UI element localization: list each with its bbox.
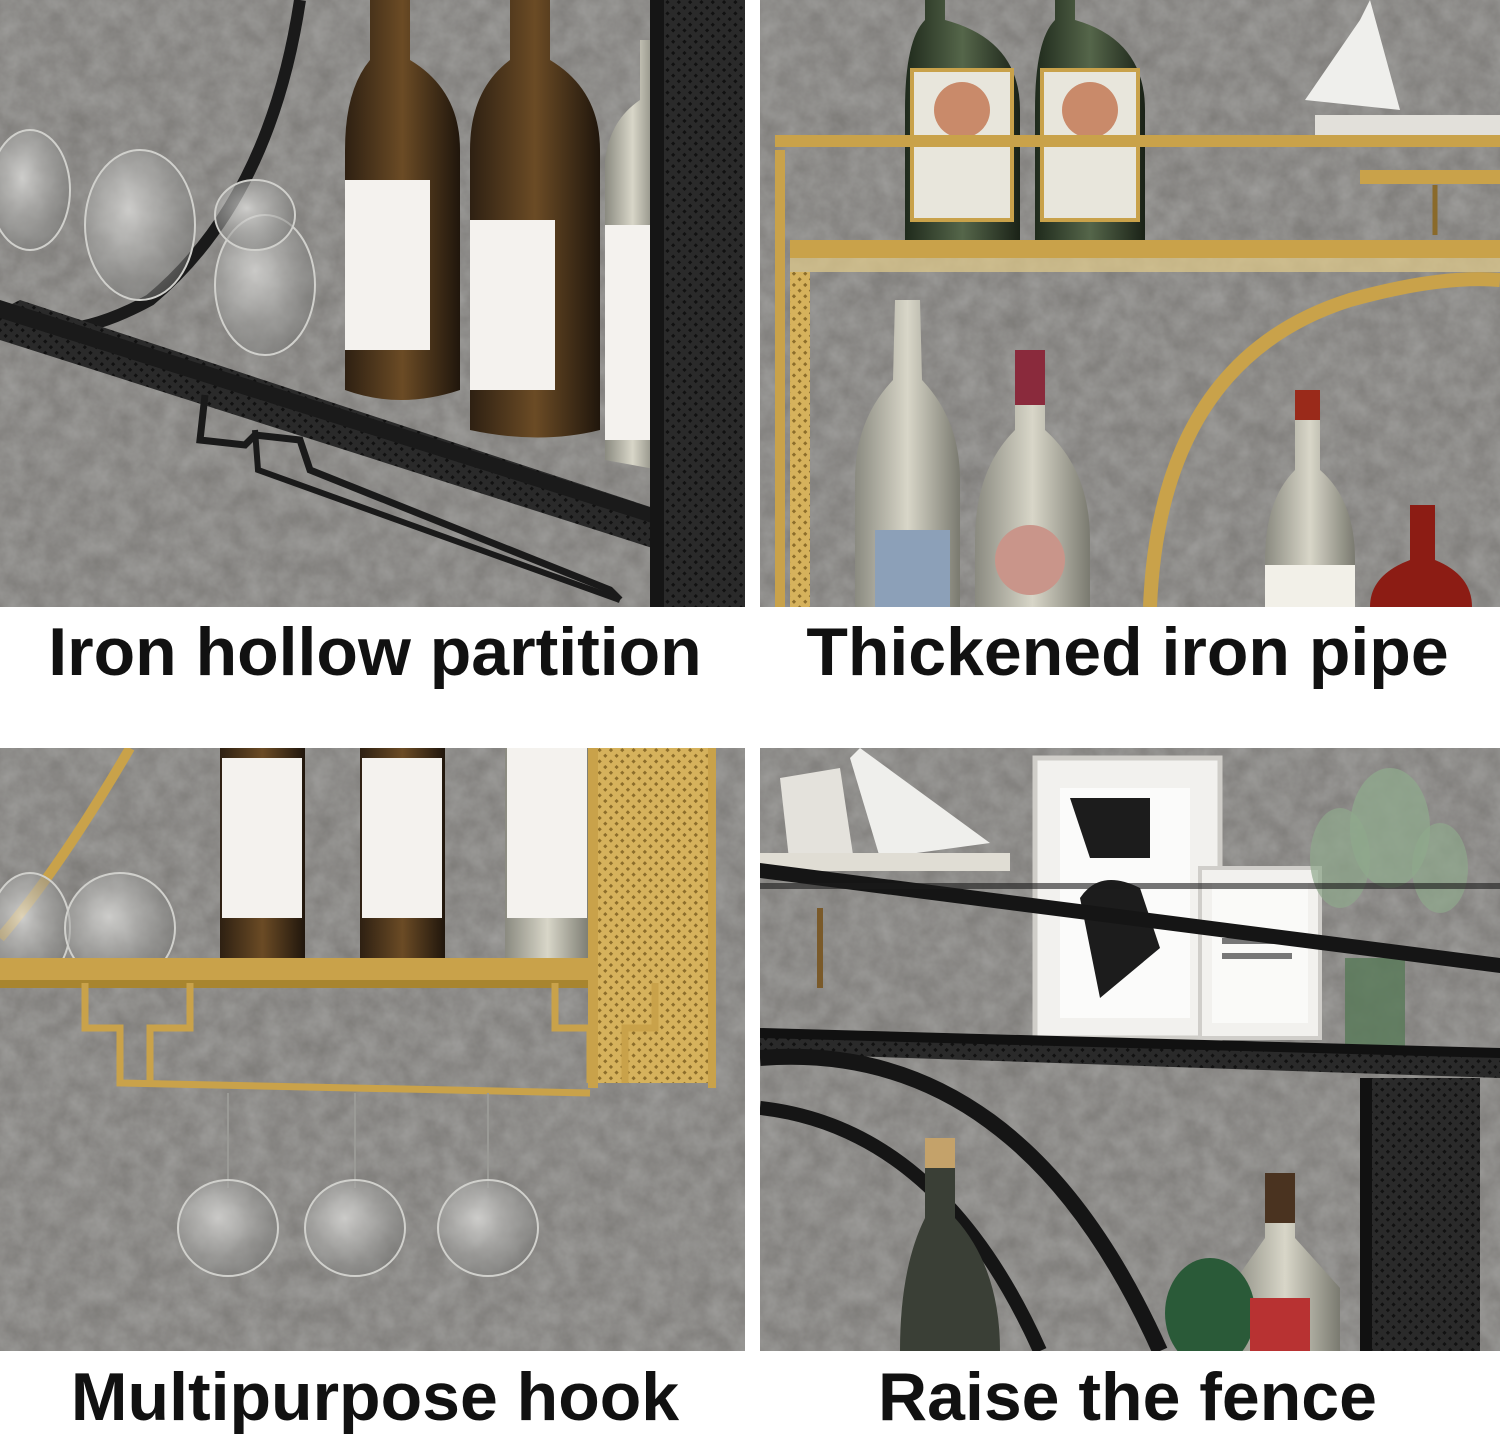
photo-raise-the-fence bbox=[760, 748, 1500, 1351]
caption-raise-the-fence: Raise the fence bbox=[878, 1359, 1377, 1435]
picture-frames bbox=[1032, 755, 1322, 1041]
hanging-glasses bbox=[177, 1093, 539, 1277]
photo-multipurpose-hook bbox=[0, 748, 745, 1351]
caption-thickened-iron-pipe: Thickened iron pipe bbox=[806, 614, 1449, 690]
sailboat-model bbox=[1305, 0, 1500, 235]
wine-bottles bbox=[220, 748, 590, 963]
liquor-bottles bbox=[855, 300, 1472, 607]
glasses bbox=[0, 129, 316, 356]
photo-iron-hollow-partition bbox=[0, 0, 745, 607]
caption-iron-hollow-partition: Iron hollow partition bbox=[48, 614, 702, 690]
wine-bottles bbox=[345, 0, 660, 470]
photo-thickened-iron-pipe bbox=[760, 0, 1500, 607]
liquor-bottles bbox=[900, 1138, 1340, 1351]
hook-rail bbox=[81, 983, 659, 1097]
caption-multipurpose-hook: Multipurpose hook bbox=[70, 1359, 680, 1435]
glasses bbox=[0, 872, 176, 984]
sailboat-model bbox=[760, 748, 1010, 988]
